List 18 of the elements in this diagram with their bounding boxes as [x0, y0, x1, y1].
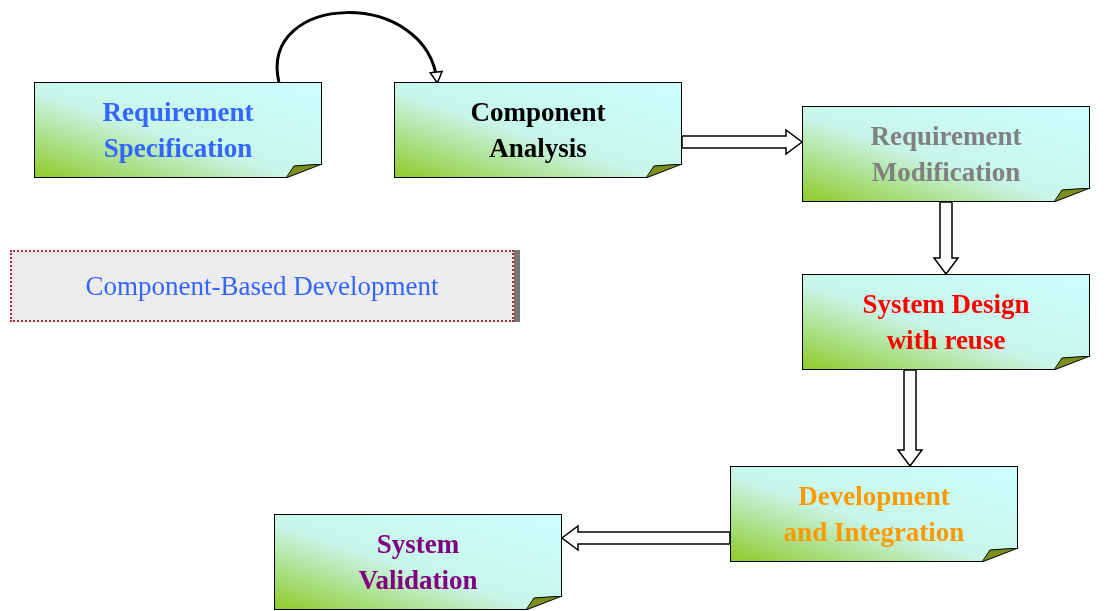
step-label: Development and Integration — [782, 480, 966, 549]
process-note — [34, 82, 322, 178]
curved-arrow — [276, 11, 442, 84]
block-arrow — [932, 201, 960, 276]
block-arrow — [896, 369, 924, 468]
step-label: Requirement Modification — [869, 120, 1023, 189]
banner-text: Component-Based Development — [85, 269, 439, 303]
process-note — [802, 274, 1090, 370]
process-note — [394, 82, 682, 178]
block-arrow — [681, 128, 804, 156]
process-note — [274, 514, 562, 610]
step-label: Requirement Specification — [101, 96, 255, 165]
process-note — [802, 106, 1090, 202]
process-note — [730, 466, 1018, 562]
step-label: System Design with reuse — [861, 288, 1031, 357]
step-label: System Validation — [357, 528, 479, 597]
block-arrow — [560, 524, 731, 552]
step-label: Component Analysis — [469, 96, 607, 165]
